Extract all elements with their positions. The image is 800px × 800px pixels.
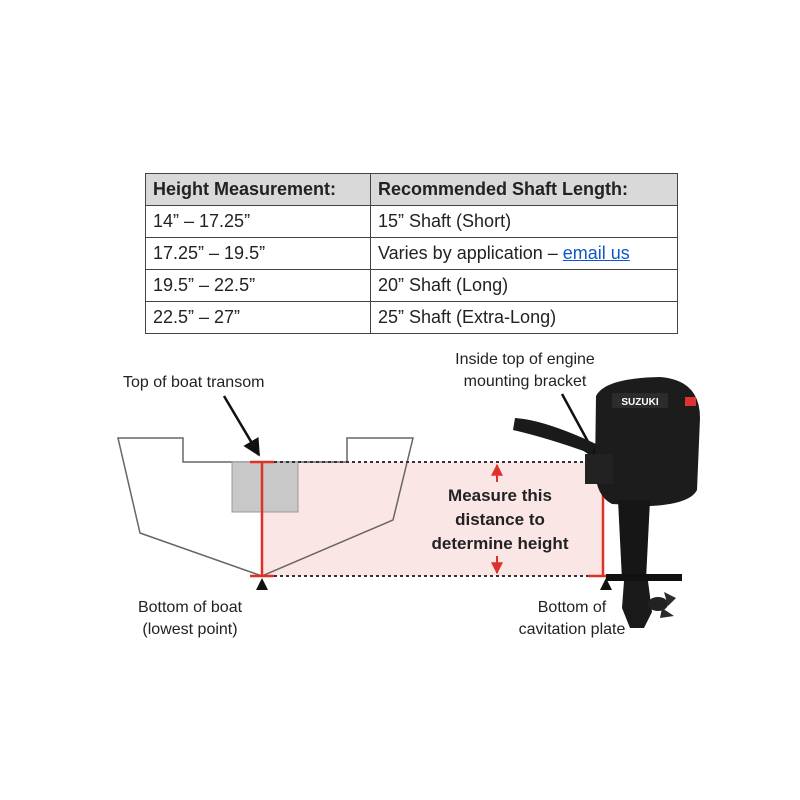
height-cell: 19.5” – 22.5” — [145, 269, 371, 302]
tiller-handle — [513, 418, 596, 454]
table-row: 22.5” – 27” 25” Shaft (Extra-Long) — [145, 301, 678, 334]
bracket-label: Inside top of engine mounting bracket — [425, 349, 625, 393]
bracket-label-line: mounting bracket — [463, 373, 587, 390]
bottom-boat-pointer-arrow — [256, 578, 268, 590]
height-cell: 17.25” – 19.5” — [145, 237, 371, 270]
email-us-link[interactable]: email us — [562, 243, 630, 263]
cowling-badge — [685, 397, 696, 406]
transom-block — [231, 461, 299, 513]
shaft-cell: 25” Shaft (Extra-Long) — [370, 301, 678, 334]
height-cell: 22.5” – 27” — [145, 301, 371, 334]
cavitation-plate — [606, 574, 682, 581]
cavitation-line: Bottom of — [537, 599, 607, 616]
outboard-motor-illustration: SUZUKI — [513, 377, 700, 628]
bottom-boat-label: Bottom of boat (lowest point) — [115, 597, 265, 641]
measurement-shade — [262, 462, 602, 576]
header-shaft: Recommended Shaft Length: — [370, 173, 678, 206]
shaft-text: Varies by application – — [378, 243, 563, 263]
shaft-length-table: Height Measurement: Recommended Shaft Le… — [145, 173, 678, 334]
transom-pointer-arrow — [222, 395, 261, 457]
header-height: Height Measurement: — [145, 173, 371, 206]
shaft-cell: 15” Shaft (Short) — [370, 205, 678, 238]
bracket-label-line: Inside top of engine — [455, 351, 595, 368]
propeller-blade — [660, 608, 674, 618]
propeller-blade — [664, 592, 676, 606]
engine-shaft — [618, 500, 650, 580]
cavitation-label: Bottom of cavitation plate — [497, 597, 647, 641]
measure-line: distance to — [455, 510, 545, 529]
bottom-boat-line: (lowest point) — [142, 621, 238, 638]
height-cell: 14” – 17.25” — [145, 205, 371, 238]
table-header-row: Height Measurement: Recommended Shaft Le… — [145, 173, 678, 206]
cavitation-line: cavitation plate — [518, 621, 626, 638]
propeller-hub — [648, 597, 668, 611]
engine-brand-label: SUZUKI — [621, 397, 658, 408]
measure-instruction: Measure this distance to determine heigh… — [400, 484, 600, 556]
top-transom-label: Top of boat transom — [123, 374, 265, 391]
measure-line: determine height — [431, 534, 569, 553]
bottom-boat-line: Bottom of boat — [137, 599, 243, 616]
measure-line: Measure this — [448, 486, 552, 505]
table-row: 17.25” – 19.5” Varies by application – e… — [145, 237, 678, 270]
lower-unit — [622, 581, 652, 628]
cavitation-pointer-arrow — [600, 578, 612, 590]
engine-cowling — [595, 377, 700, 506]
boat-hull — [117, 437, 414, 577]
shaft-cell: Varies by application – email us — [370, 237, 678, 270]
table-row: 14” – 17.25” 15” Shaft (Short) — [145, 205, 678, 238]
cowling-brand-panel — [612, 393, 668, 408]
mounting-bracket — [585, 454, 613, 484]
